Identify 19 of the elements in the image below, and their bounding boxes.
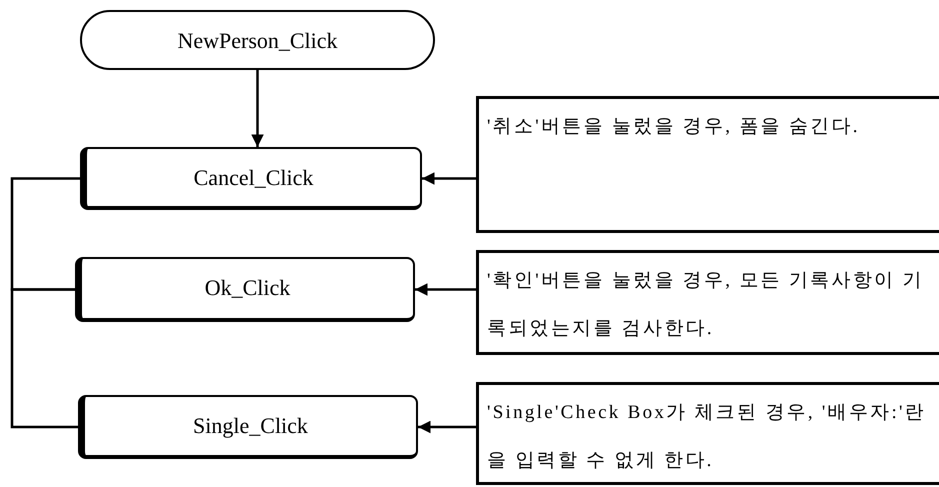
node-text: Cancel_Click (194, 164, 314, 192)
process-box (80, 147, 422, 210)
arrow (251, 70, 264, 147)
process-box (75, 257, 415, 322)
note-box (476, 382, 939, 485)
node-text: '취소'버튼을 눌렀을 경우, 폼을 숨긴다. (487, 116, 860, 137)
node-text: NewPerson_Click (177, 26, 338, 54)
arrow (422, 172, 476, 185)
process-box (78, 395, 418, 459)
node-text: 'Single'Check Box가 체크된 경우, '배우자:'란을 입력할 수 없게 한다. (487, 402, 926, 471)
note-box (476, 96, 939, 233)
note-box (476, 250, 939, 355)
connector-line (10, 288, 78, 428)
connector-line (10, 177, 80, 291)
node-text: Single_Click (193, 412, 308, 440)
arrow (415, 283, 476, 296)
arrow (418, 420, 476, 434)
node-text: Ok_Click (204, 274, 290, 302)
node-text: '확인'버튼을 눌렀을 경우, 모든 기록사항이 기록되었는지를 검사한다. (487, 270, 924, 339)
